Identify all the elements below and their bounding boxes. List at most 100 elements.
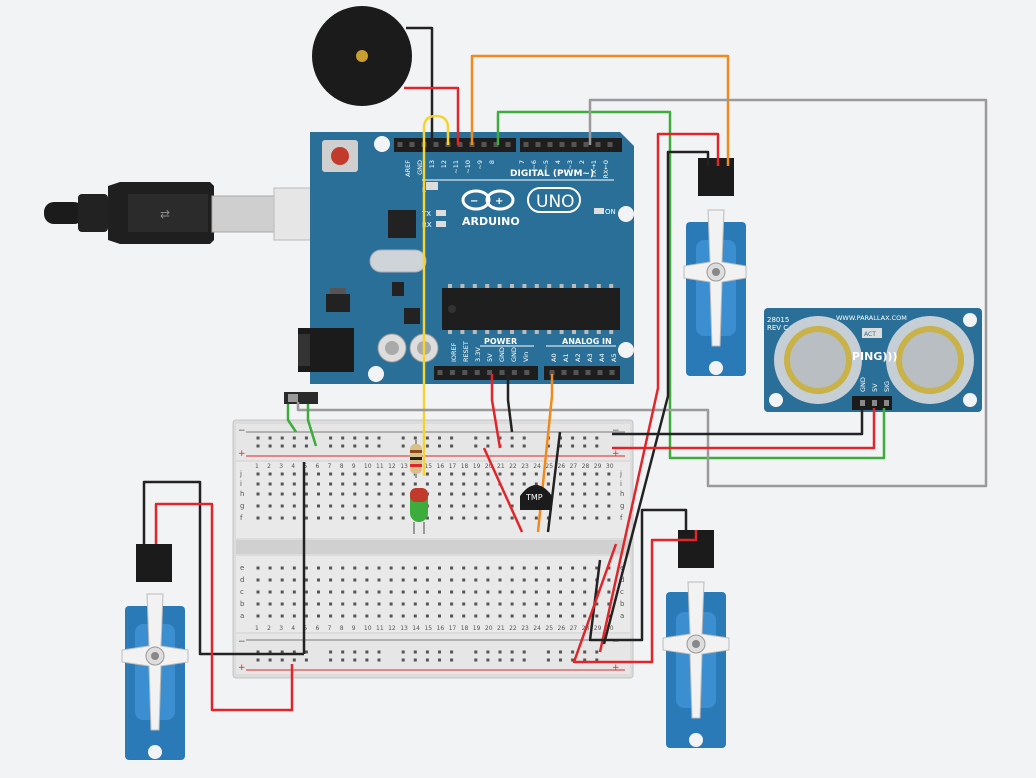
bb-col-number: 5 [303,625,307,632]
bb-col-number: 26 [558,463,566,470]
servo-top[interactable] [683,158,747,376]
bb-row-label: d [240,576,244,584]
rail-plus-label: + [238,663,246,673]
bb-col-number: 13 [400,463,408,470]
bb-col-number: 3 [279,463,283,470]
bb-col-number: 29 [594,463,602,470]
bb-col-number: 16 [437,625,445,632]
analog-pin-label: A2 [574,353,582,362]
bb-col-number: 8 [340,625,344,632]
bb-col-number: 25 [545,463,553,470]
slide-switch[interactable] [284,392,318,404]
digital-label: DIGITAL (PWM~) [510,169,594,179]
power-header [434,366,538,380]
bb-col-number: 9 [352,463,356,470]
bb-col-number: 6 [316,625,320,632]
rail-plus-label: + [612,663,620,673]
sensor-pin-label: GND [859,377,867,392]
ping-sensor[interactable]: 28015 REV C WWW.PARALLAX.COM ACT PING)))… [764,308,982,412]
resistor[interactable] [410,440,422,478]
rail-minus-label: − [238,637,246,647]
bb-row-label: f [620,514,623,522]
sensor-act-label: ACT [864,331,876,338]
svg-text:⇄: ⇄ [160,207,170,221]
bb-col-number: 12 [388,625,396,632]
bb-col-number: 13 [400,625,408,632]
bb-col-number: 23 [521,463,529,470]
bb-col-number: 18 [461,463,469,470]
digital-pin-label: 4 [554,160,562,164]
digital-pin-label: 13 [428,160,436,168]
tmp-sensor[interactable]: TMP [520,485,552,510]
bb-row-label: c [620,588,624,596]
bb-col-number: 24 [533,625,541,632]
bb-col-number: 21 [497,463,505,470]
bb-col-number: 19 [473,463,481,470]
bb-col-number: 22 [509,625,517,632]
digital-pin-label: ~6 [530,160,538,170]
bb-row-label: g [620,502,624,510]
bb-row-label: h [620,490,624,498]
bb-col-number: 2 [267,625,271,632]
wires [142,26,988,712]
bb-col-number: 18 [461,625,469,632]
analog-pin-label: A1 [562,353,570,362]
bb-col-number: 16 [437,463,445,470]
bb-col-number: 30 [606,625,614,632]
bb-row-label: e [240,564,244,572]
bb-col-number: 2 [267,463,271,470]
bb-col-number: 19 [473,625,481,632]
svg-text:+: + [495,196,503,207]
analog-header [544,366,620,380]
rx-label: RX [422,221,432,229]
servo-left[interactable] [121,544,189,760]
digital-pin-label: ~10 [464,160,472,174]
bb-col-number: 10 [364,463,372,470]
piezo-buzzer[interactable] [312,6,412,106]
breadboard[interactable]: 1122334455667788991010111112121313141415… [232,419,634,679]
bb-col-number: 17 [449,625,457,632]
bb-col-number: 3 [279,625,283,632]
bb-col-number: 11 [376,625,384,632]
bb-row-label: d [620,576,624,584]
bb-row-label: b [240,600,245,608]
power-pin-label: IOREF [450,342,458,362]
bb-col-number: 7 [328,625,332,632]
digital-header-right [520,138,622,152]
digital-pin-label: RX←0 [602,160,610,179]
bb-row-label: i [620,480,622,488]
rail-minus-label: − [238,426,246,436]
led[interactable] [410,488,428,534]
bb-col-number: 8 [340,463,344,470]
bb-row-label: c [240,588,244,596]
bb-col-number: 24 [533,463,541,470]
bb-col-number: 27 [570,625,578,632]
bb-col-number: 6 [316,463,320,470]
sensor-url: WWW.PARALLAX.COM [836,314,907,322]
sensor-name: PING))) [852,350,897,363]
rail-minus-label: − [612,637,620,647]
bb-col-number: 20 [485,625,493,632]
bb-col-number: 27 [570,463,578,470]
analog-pin-label: A4 [598,353,606,362]
power-pin-label: GND [510,347,518,362]
bb-row-label: b [620,600,625,608]
analog-pin-label: A3 [586,353,594,362]
bb-col-number: 20 [485,463,493,470]
servo-right[interactable] [662,530,730,748]
digital-pin-label: GND [416,160,424,175]
bb-col-number: 29 [594,625,602,632]
bb-row-label: a [240,612,244,620]
power-pin-label: Vin [522,352,530,362]
bb-row-label: i [240,480,242,488]
power-pin-label: GND [498,347,506,362]
bb-col-number: 12 [388,463,396,470]
bb-col-number: 1 [255,463,259,470]
digital-pin-label: ~11 [452,160,460,174]
bb-col-number: 28 [582,463,590,470]
digital-pin-label: ~9 [476,160,484,170]
tmp-label: TMP [525,493,543,502]
bb-col-number: 22 [509,463,517,470]
